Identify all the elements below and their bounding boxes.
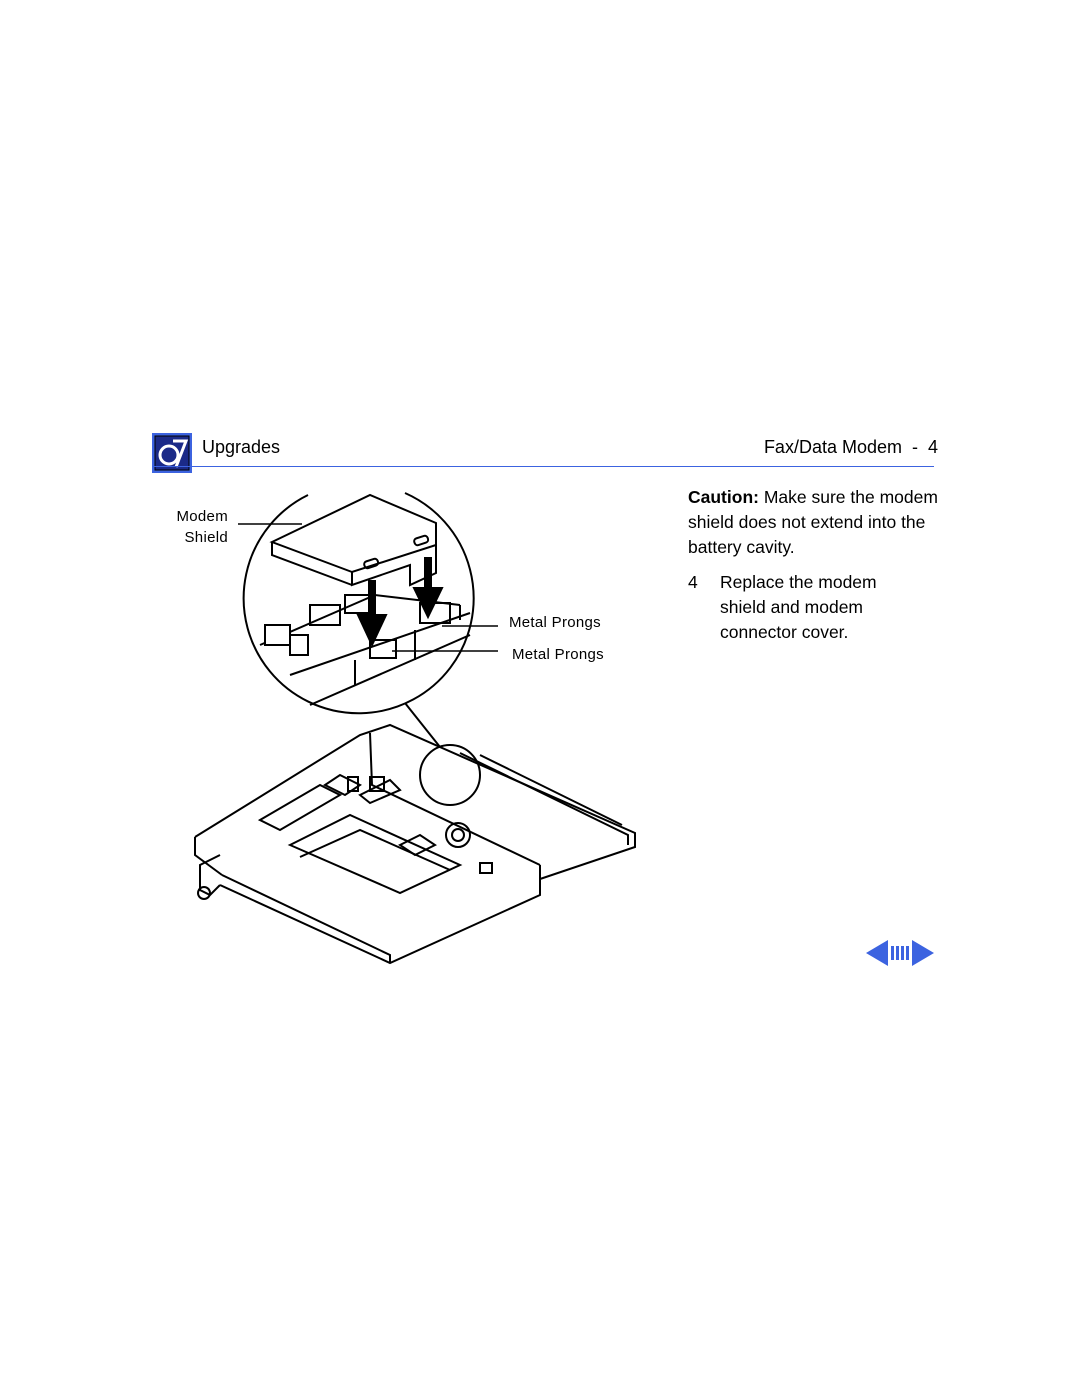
- contents-icon[interactable]: [890, 940, 910, 966]
- caution-label: Caution:: [688, 487, 759, 507]
- next-page-arrow-icon[interactable]: [912, 940, 934, 966]
- metal-prongs-label-1: Metal Prongs: [509, 614, 601, 631]
- modem-shield-label-text: Modem Shield: [176, 508, 228, 546]
- caution-note: Caution: Make sure the modem shield does…: [688, 485, 948, 560]
- step-number: 4: [688, 572, 698, 592]
- metal-prongs-label-2: Metal Prongs: [512, 646, 604, 663]
- modem-shield-illustration: [160, 485, 660, 975]
- caution-text: Make sure the modem shield does not exte…: [688, 487, 938, 557]
- page-title: Fax/Data Modem - 4: [763, 437, 938, 457]
- header-divider: [152, 466, 934, 467]
- upgrades-chapter-icon: [152, 433, 192, 473]
- page-navigation: [866, 940, 936, 966]
- modem-shield-label: Modem Shield: [160, 506, 228, 548]
- step-text: Replace the modem shield and modem conne…: [720, 572, 877, 642]
- section-title: Upgrades: [202, 437, 281, 457]
- prev-page-arrow-icon[interactable]: [866, 940, 888, 966]
